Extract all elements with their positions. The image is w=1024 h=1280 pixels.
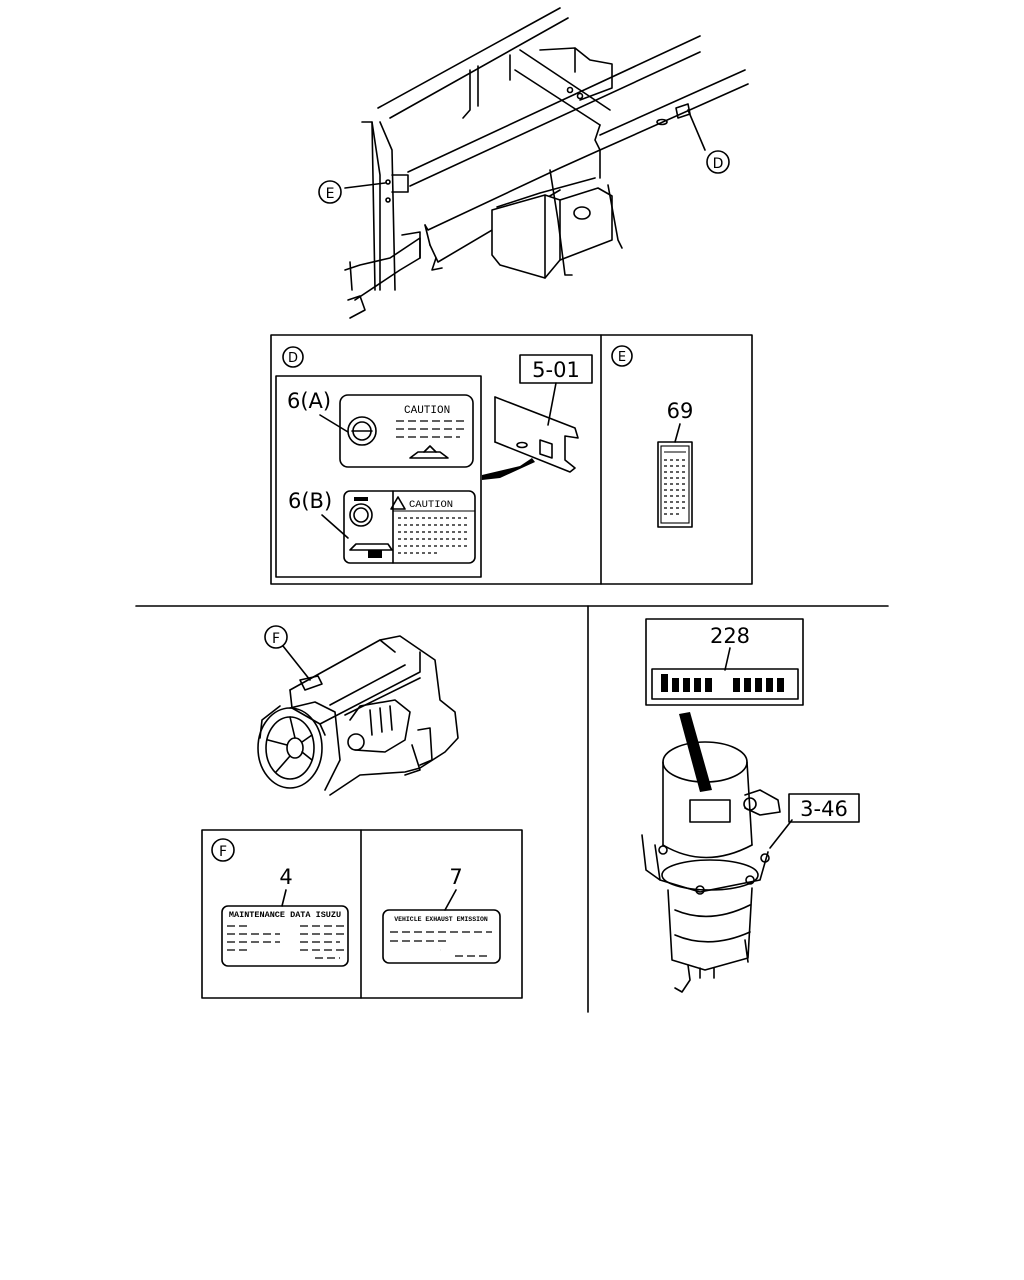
svg-text:E: E [326, 186, 335, 202]
callout-f-detail: F [211, 838, 235, 862]
svg-text:CAUTION: CAUTION [404, 405, 450, 417]
svg-text:F: F [272, 631, 280, 647]
svg-text:MAINTENANCE DATA ISUZU: MAINTENANCE DATA ISUZU [229, 910, 341, 920]
section-dividers [135, 605, 889, 1013]
callout-d-top: D [706, 150, 730, 174]
part-3-46-label: 3-46 [769, 793, 860, 849]
engine-illustration: F [257, 625, 459, 796]
detail-box-f [201, 829, 523, 999]
svg-text:3-46: 3-46 [800, 797, 848, 821]
svg-text:6(A): 6(A) [287, 389, 331, 413]
svg-text:7: 7 [449, 865, 462, 889]
part-4-maintenance-label: 4 MAINTENANCE DATA ISUZU [221, 865, 349, 967]
svg-text:69: 69 [667, 399, 694, 423]
chassis-frame-illustration [344, 7, 749, 319]
frame-rail-detail [482, 396, 579, 480]
svg-text:CAUTION: CAUTION [409, 499, 453, 511]
part-228-label: 228 [645, 618, 804, 792]
part-69-label: 69 [657, 399, 694, 528]
svg-text:F: F [219, 844, 227, 860]
svg-text:D: D [288, 351, 298, 366]
fuel-filter-illustration [641, 741, 781, 993]
callout-e-top: E [318, 180, 342, 204]
part-6b-caution-label: 6(B) CAUTION [288, 489, 476, 564]
detail-box-d-e [270, 334, 753, 585]
svg-text:228: 228 [710, 624, 750, 648]
svg-text:E: E [618, 350, 626, 365]
svg-text:D: D [713, 156, 724, 172]
svg-text:5-01: 5-01 [532, 358, 580, 382]
part-7-emission-label: 7 VEHICLE EXHAUST EMISSION [382, 865, 501, 964]
callout-d-detail: D [282, 346, 304, 368]
svg-text:4: 4 [279, 865, 292, 889]
callout-e-detail: E [611, 345, 633, 367]
part-5-01-label: 5-01 [519, 354, 593, 426]
svg-text:VEHICLE EXHAUST EMISSION: VEHICLE EXHAUST EMISSION [394, 916, 488, 923]
part-6a-caution-label: 6(A) CAUTION [287, 389, 474, 468]
svg-text:6(B): 6(B) [288, 489, 332, 513]
